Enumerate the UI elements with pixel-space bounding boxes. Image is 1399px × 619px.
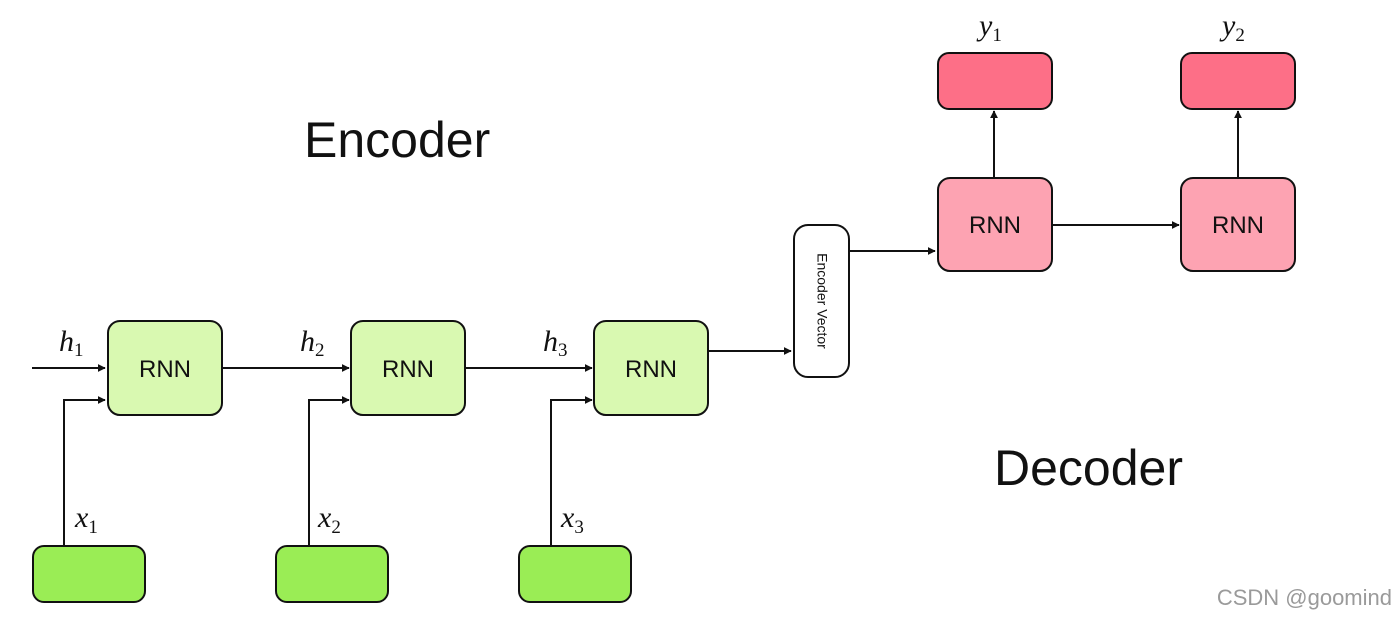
input-box-2	[275, 545, 389, 603]
encoder-rnn-cell-3: RNN	[593, 320, 709, 416]
decoder-arrows	[849, 110, 1242, 255]
input-label-3: x3	[560, 501, 584, 538]
output-label-2: y2	[1219, 9, 1245, 46]
input-label-1: x1	[74, 501, 98, 538]
hidden-label-sub: 3	[558, 340, 568, 361]
encoder-vector-label: Encoder Vector	[814, 253, 830, 349]
encoder-rnn-cell-2: RNN	[350, 320, 466, 416]
decoder-heading: Decoder	[994, 440, 1183, 496]
input-label-base: x	[317, 501, 332, 534]
encoder-rnn-cell-1: RNN	[107, 320, 223, 416]
decoder-rnn-cell-2: RNN	[1180, 177, 1296, 272]
hidden-label-1: h1	[59, 325, 84, 361]
hidden-label-sub: 2	[315, 340, 325, 361]
encoder-vector-box	[793, 224, 850, 378]
output-box-1	[937, 52, 1053, 110]
rnn-label: RNN	[139, 356, 191, 383]
input-label-sub: 1	[88, 517, 98, 538]
input-label-sub: 3	[574, 517, 584, 538]
output-label-base: y	[976, 9, 993, 42]
rnn-box	[350, 320, 466, 416]
output-label-1: y1	[976, 9, 1002, 46]
x3-input-arrow	[550, 396, 593, 548]
rnn-label: RNN	[969, 212, 1021, 239]
output-label-base: y	[1219, 9, 1236, 42]
input-label-base: x	[560, 501, 575, 534]
rnn-box	[593, 320, 709, 416]
rnn-box	[107, 320, 223, 416]
input-label-2: x2	[317, 501, 341, 538]
rnn-label: RNN	[1212, 212, 1264, 239]
x1-input-arrow	[63, 396, 106, 548]
rnn-box	[937, 177, 1053, 272]
hidden-label-base: h	[543, 325, 558, 358]
input-box-1	[32, 545, 146, 603]
output-box-2	[1180, 52, 1296, 110]
encoder-heading: Encoder	[304, 112, 490, 168]
decoder-rnn-cell-1: RNN	[937, 177, 1053, 272]
hidden-label-3: h3	[543, 325, 568, 361]
hidden-label-2: h2	[300, 325, 325, 361]
hidden-label-sub: 1	[74, 340, 84, 361]
output-label-sub: 2	[1235, 25, 1245, 46]
hidden-label-base: h	[59, 325, 74, 358]
rnn-label: RNN	[625, 356, 677, 383]
x2-input-arrow	[308, 396, 350, 548]
output-label-sub: 1	[992, 25, 1002, 46]
rnn-box	[1180, 177, 1296, 272]
input-label-base: x	[74, 501, 89, 534]
encoder-vector: Encoder Vector	[793, 224, 850, 378]
encoder-arrows	[32, 347, 792, 548]
input-box-3	[518, 545, 632, 603]
watermark: CSDN @goomind	[1217, 585, 1392, 610]
hidden-label-base: h	[300, 325, 315, 358]
rnn-label: RNN	[382, 356, 434, 383]
input-label-sub: 2	[331, 517, 341, 538]
